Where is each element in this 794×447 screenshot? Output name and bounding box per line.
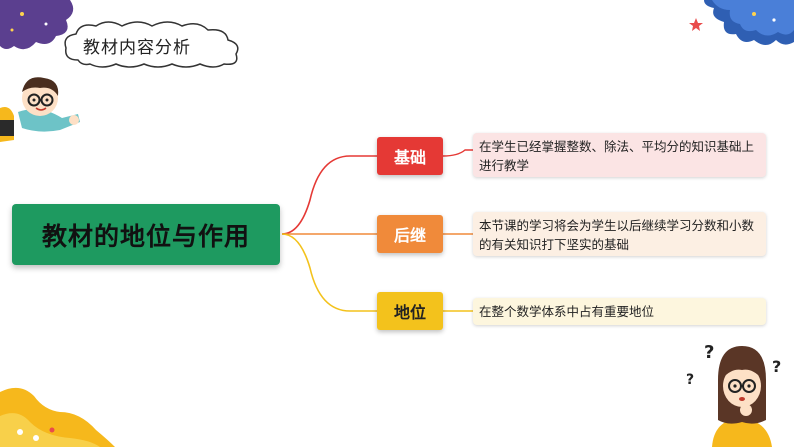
blue-cloud-decoration bbox=[689, 0, 794, 45]
branch-follow-up-detail: 本节课的学习将会为学生以后继续学习分数和小数的有关知识打下坚实的基础 bbox=[473, 212, 766, 256]
page-title: 教材内容分析 bbox=[83, 38, 191, 58]
thinking-girl-illustration: ? ? ? bbox=[686, 342, 781, 447]
branch-status-detail: 在整个数学体系中占有重要地位 bbox=[473, 298, 766, 325]
yellow-wave-decoration bbox=[0, 387, 115, 447]
branch-follow-up: 后继 bbox=[377, 215, 443, 253]
branch-foundation: 基础 bbox=[377, 137, 443, 175]
question-mark-icon: ? bbox=[704, 342, 714, 363]
question-mark-icon: ? bbox=[772, 357, 781, 376]
branch-foundation-detail: 在学生已经掌握整数、除法、平均分的知识基础上进行教学 bbox=[473, 133, 766, 177]
main-topic-node: 教材的地位与作用 bbox=[12, 204, 280, 265]
purple-cloud-decoration bbox=[0, 0, 74, 50]
boy-character-illustration bbox=[0, 77, 80, 142]
question-mark-icon: ? bbox=[686, 372, 694, 388]
branch-status: 地位 bbox=[377, 292, 443, 330]
title-cloud-icon bbox=[64, 21, 239, 68]
